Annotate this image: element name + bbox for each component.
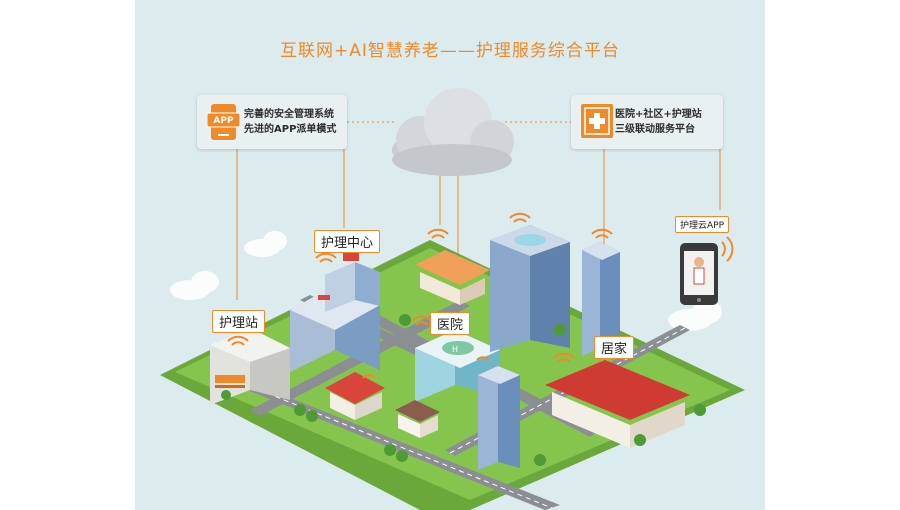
label-hospital: 医院 <box>430 312 471 335</box>
white-house <box>395 400 440 438</box>
app-icon-label: APP <box>213 116 234 126</box>
label-home: 居家 <box>594 336 635 359</box>
app-feature-line-1: 完善的安全管理系统 <box>244 109 334 120</box>
svg-text:H: H <box>452 345 458 354</box>
page-title: 互联网+AI智慧养老——护理服务综合平台 <box>280 41 620 61</box>
right-tower <box>582 242 620 356</box>
medical-cross-icon <box>581 104 613 142</box>
label-nursing-center: 护理中心 <box>314 230 381 253</box>
smartphone-icon <box>680 243 718 305</box>
top-house <box>415 250 490 305</box>
linkage-platform-card: 医院+社区+护理站 三级联动服务平台 <box>571 95 723 149</box>
nursing-center-building <box>290 253 380 372</box>
nursing-station-building <box>210 328 290 405</box>
label-nursing-station: 护理站 <box>212 310 266 333</box>
cloud-icon <box>392 88 514 176</box>
trees <box>221 314 706 466</box>
label-nursing-app: 护理云APP <box>675 216 730 233</box>
app-icon: APP <box>206 104 241 144</box>
app-feature-card: APP 完善的安全管理系统 先进的APP派单模式 <box>197 95 347 149</box>
small-clouds <box>170 231 722 331</box>
linkage-platform-text: 医院+社区+护理站 三级联动服务平台 <box>615 107 702 137</box>
app-feature-text: 完善的安全管理系统 先进的APP派单模式 <box>244 107 336 137</box>
central-tower <box>490 225 570 352</box>
app-feature-line-2: 先进的APP派单模式 <box>244 124 337 135</box>
linkage-line-1: 医院+社区+护理站 <box>615 109 702 120</box>
red-house <box>325 372 385 420</box>
linkage-line-2: 三级联动服务平台 <box>615 124 695 135</box>
front-tower <box>478 366 520 470</box>
